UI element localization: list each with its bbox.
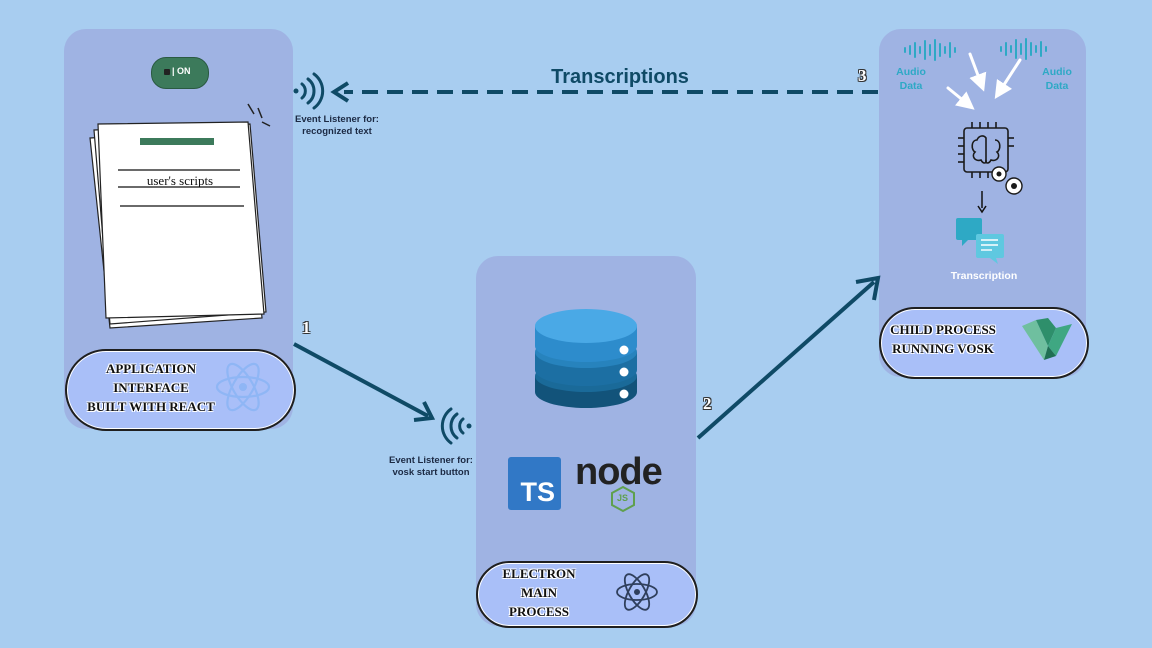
typescript-logo-icon: TS — [508, 457, 561, 510]
database-icon — [535, 309, 637, 408]
listener-bottom-label: Event Listener for: vosk start button — [389, 455, 473, 478]
step-2-arrow — [696, 275, 881, 440]
step-2-label: 2 — [703, 394, 712, 413]
transcriptions-arrow — [330, 81, 878, 103]
step-1-arrow — [293, 342, 436, 422]
audio-data-label-left: Audio Data — [896, 66, 926, 92]
electron-logo-icon — [616, 573, 658, 611]
listener-top-label: Event Listener for: recognized text — [295, 114, 379, 137]
step-1-label: 1 — [302, 318, 311, 337]
audio-wave-left-icon — [904, 39, 956, 61]
document-stack-icon — [89, 103, 271, 329]
toggle-switch[interactable]: | ON — [151, 57, 209, 89]
document-text: user's scripts — [146, 173, 214, 188]
signal-bottom-icon — [440, 407, 472, 445]
transcriptions-label: Transcriptions — [551, 66, 689, 88]
step-3-label: 3 — [858, 66, 867, 85]
audio-input-arrows — [946, 52, 1022, 110]
electron-pill — [476, 561, 698, 628]
electron-pill-label: ELECTRON MAIN PROCESS — [502, 566, 576, 619]
vosk-pill-label: CHILD PROCESS RUNNING VOSK — [890, 322, 996, 356]
transcription-label: Transcription — [950, 270, 1018, 282]
vosk-logo-icon — [1022, 318, 1072, 360]
ai-chip-icon — [958, 122, 1023, 195]
transcription-icon — [956, 218, 1004, 264]
toggle-icon — [164, 69, 170, 75]
nodejs-hexagon-icon — [611, 485, 635, 513]
down-arrow-icon — [977, 191, 987, 214]
toggle-label: | ON — [172, 66, 191, 76]
nodejs-logo-icon: node JS — [575, 451, 675, 513]
vosk-pill — [879, 307, 1089, 379]
audio-wave-right-icon — [1000, 38, 1047, 60]
application-pill-label: APPLICATION INTERFACE BUILT WITH REACT — [87, 361, 215, 414]
application-pill — [65, 349, 296, 431]
react-logo-icon — [215, 362, 271, 412]
signal-top-icon — [293, 72, 325, 110]
audio-data-label-right: Audio Data — [1042, 66, 1072, 92]
